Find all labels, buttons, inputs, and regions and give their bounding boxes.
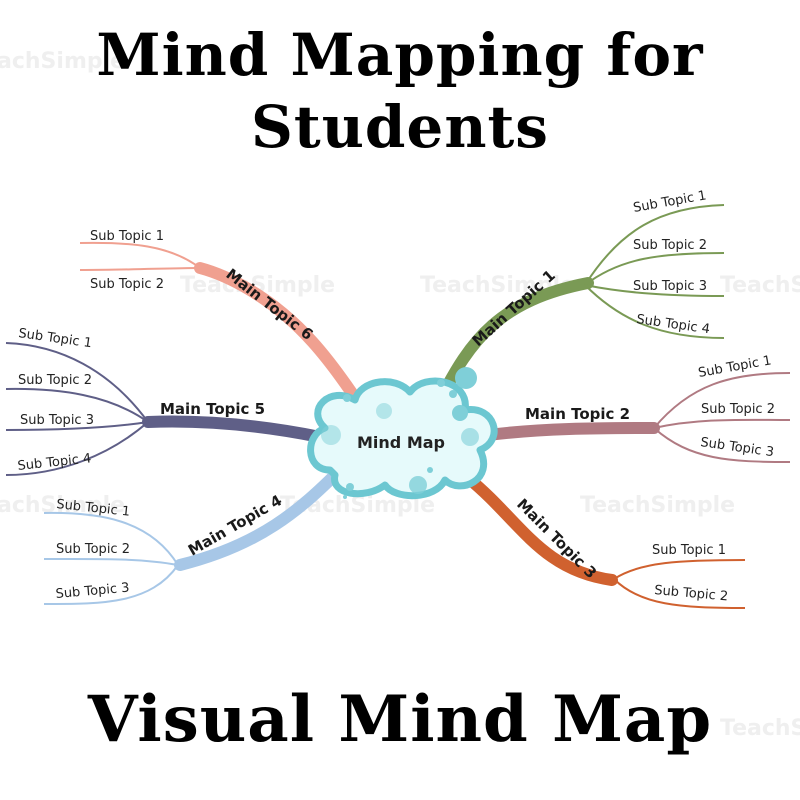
- sub-topic-label: Sub Topic 2: [633, 238, 707, 253]
- footer-title: Visual Mind Map: [87, 682, 713, 757]
- sub-topic-label: Sub Topic 2: [701, 402, 775, 417]
- central-cloud: Mind Map: [307, 367, 498, 500]
- page-title-line-2: Students: [251, 93, 549, 161]
- sub-topic-label: Sub Topic 2: [18, 373, 92, 388]
- svg-text:TeachSimple: TeachSimple: [720, 273, 800, 298]
- sub-topic-label: Sub Topic 2: [90, 277, 164, 292]
- sub-topic-label: Sub Topic 1: [697, 353, 772, 381]
- main-topic-label: Main Topic 5: [160, 400, 265, 418]
- branch-main-topic-6: Sub Topic 1 Sub Topic 2 Main Topic 6: [79, 229, 366, 411]
- svg-text:TeachSimple: TeachSimple: [0, 49, 125, 74]
- branch-main-topic-5: Sub Topic 1 Sub Topic 2 Sub Topic 3 Sub …: [5, 326, 326, 476]
- center-label: Mind Map: [357, 433, 445, 452]
- svg-text:TeachSimple: TeachSimple: [580, 493, 735, 518]
- sub-topic-label: Sub Topic 3: [55, 581, 130, 602]
- svg-text:TeachSimple: TeachSimple: [720, 716, 800, 741]
- branch-main-topic-2: Sub Topic 1 Sub Topic 2 Sub Topic 3 Main…: [474, 353, 791, 463]
- branch-main-topic-4: Sub Topic 1 Sub Topic 2 Sub Topic 3 Main…: [43, 464, 346, 606]
- main-topic-label: Main Topic 2: [525, 405, 630, 423]
- sub-topic-label: Sub Topic 2: [56, 542, 130, 557]
- sub-topic-label: Sub Topic 1: [652, 543, 726, 558]
- sub-topic-label: Sub Topic 3: [633, 279, 707, 294]
- sub-topic-label: Sub Topic 1: [632, 188, 707, 216]
- bubble-decorations: [321, 367, 479, 499]
- sub-topic-label: Sub Topic 3: [20, 413, 94, 428]
- sub-topic-label: Sub Topic 1: [17, 326, 92, 351]
- sub-topic-label: Sub Topic 2: [654, 583, 729, 604]
- sub-topic-label: Sub Topic 1: [90, 229, 164, 244]
- page-title-line-1: Mind Mapping for: [96, 21, 704, 89]
